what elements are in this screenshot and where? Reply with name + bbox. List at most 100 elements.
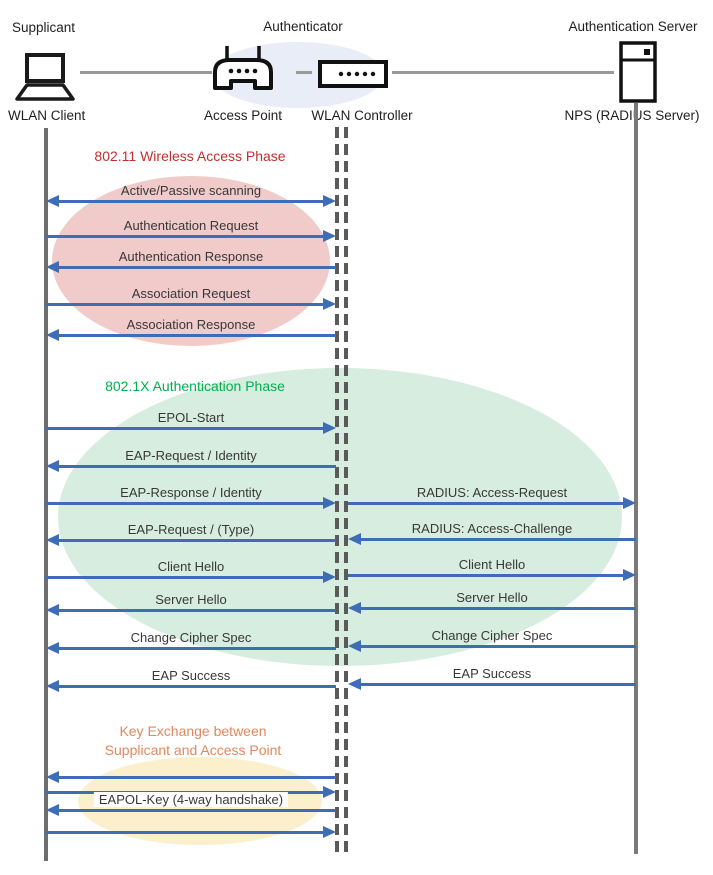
- lifeline-radius-server: [634, 103, 638, 854]
- message-arrow-line: [55, 200, 327, 203]
- arrowhead-right-icon: [323, 497, 336, 509]
- arrowhead-left-icon: [46, 534, 59, 546]
- arrowhead-left-icon: [348, 640, 361, 652]
- message-arrow-line: [55, 539, 336, 542]
- message-label: Client Hello: [157, 559, 225, 574]
- message-row: Authentication Response: [46, 242, 336, 273]
- message-arrow-line: [46, 831, 327, 834]
- arrowhead-left-icon: [348, 678, 361, 690]
- message-label: Association Request: [131, 286, 251, 301]
- connector-ap-controller: [296, 71, 312, 74]
- message-arrow-line: [55, 334, 336, 337]
- message-row: EAP-Request / Identity: [46, 441, 336, 472]
- message-label: Server Hello: [155, 592, 227, 607]
- message-arrow-line: [348, 502, 627, 505]
- arrowhead-left-icon: [46, 771, 59, 783]
- lifeline-wlan-client: [44, 128, 48, 861]
- message-row: EAP Success: [46, 661, 336, 692]
- connector-controller-server: [392, 71, 614, 74]
- message-arrow-line: [55, 465, 336, 468]
- message-row: RADIUS: Access-Challenge: [348, 514, 636, 545]
- lifeline-wlan-controller-dashed-2: [344, 127, 348, 854]
- arrowhead-left-icon: [46, 642, 59, 654]
- device-access-point: Access Point: [203, 108, 283, 123]
- role-authentication-server: Authentication Server: [568, 19, 698, 34]
- arrowhead-left-icon: [46, 460, 59, 472]
- message-row: Active/Passive scanning: [46, 176, 336, 207]
- arrowhead-left-icon: [46, 804, 59, 816]
- message-row: Server Hello: [348, 583, 636, 614]
- message-arrow-line: [357, 683, 636, 686]
- message-arrow-line: [46, 502, 327, 505]
- message-arrow-line: [46, 427, 327, 430]
- message-row: EAP-Response / Identity: [46, 478, 336, 509]
- arrowhead-right-icon: [623, 569, 636, 581]
- message-label: Change Cipher Spec: [431, 628, 553, 643]
- wlan-controller-icon: [318, 60, 388, 88]
- message-row: EAPOL-Key (4-way handshake): [46, 785, 336, 816]
- laptop-icon: [14, 52, 76, 104]
- message-row: RADIUS: Access-Request: [348, 478, 636, 509]
- message-arrow-line: [46, 303, 327, 306]
- arrowhead-left-icon: [46, 604, 59, 616]
- arrowhead-right-icon: [323, 230, 336, 242]
- message-label: EPOL-Start: [157, 410, 225, 425]
- arrowhead-left-icon: [348, 533, 361, 545]
- arrowhead-right-icon: [323, 786, 336, 798]
- arrowhead-left-icon: [46, 261, 59, 273]
- message-arrow-line: [357, 538, 636, 541]
- message-label: EAP-Request / (Type): [127, 522, 255, 537]
- message-label: EAP-Response / Identity: [120, 485, 262, 500]
- phase1-ellipse: [52, 176, 330, 346]
- device-nps-radius-server: NPS (RADIUS Server): [564, 108, 700, 123]
- message-row: Association Request: [46, 279, 336, 310]
- message-arrow-line: [55, 647, 336, 650]
- message-arrow-line: [55, 776, 336, 779]
- role-supplicant: Supplicant: [12, 20, 76, 35]
- message-row: Association Response: [46, 310, 336, 341]
- message-label: EAP Success: [452, 666, 532, 681]
- message-label: EAP Success: [151, 668, 231, 683]
- arrowhead-left-icon: [46, 680, 59, 692]
- arrowhead-right-icon: [323, 422, 336, 434]
- access-point-icon: [210, 44, 276, 94]
- message-arrow-line: [357, 607, 636, 610]
- arrowhead-right-icon: [323, 826, 336, 838]
- message-label: RADIUS: Access-Request: [416, 485, 568, 500]
- arrowhead-right-icon: [323, 298, 336, 310]
- message-row: Change Cipher Spec: [46, 623, 336, 654]
- message-row: Client Hello: [46, 552, 336, 583]
- message-row: Authentication Request: [46, 211, 336, 242]
- role-authenticator: Authenticator: [263, 19, 343, 34]
- arrowhead-left-icon: [46, 195, 59, 207]
- arrowhead-right-icon: [623, 497, 636, 509]
- message-arrow-line: [357, 645, 636, 648]
- phase1-title: 802.11 Wireless Access Phase: [94, 148, 286, 164]
- message-row: EPOL-Start: [46, 403, 336, 434]
- message-label: Change Cipher Spec: [130, 630, 252, 645]
- message-arrow-line: [348, 574, 627, 577]
- phase2-title: 802.1X Authentication Phase: [105, 378, 285, 394]
- phase2-ellipse: [58, 368, 622, 666]
- message-label: Active/Passive scanning: [120, 183, 262, 198]
- arrowhead-right-icon: [323, 195, 336, 207]
- message-arrow-line: [55, 809, 336, 812]
- message-arrow-line: [55, 609, 336, 612]
- message-label: Authentication Response: [118, 249, 264, 264]
- message-row: EAP Success: [348, 659, 636, 690]
- message-arrow-line: [46, 576, 327, 579]
- message-row: [46, 752, 336, 783]
- message-label: EAP-Request / Identity: [125, 448, 257, 463]
- phase3-title: Key Exchange between Supplicant and Acce…: [104, 723, 282, 758]
- message-row: EAP-Request / (Type): [46, 515, 336, 546]
- message-row: Client Hello: [348, 550, 636, 581]
- device-wlan-controller: WLAN Controller: [311, 108, 413, 123]
- connector-client-ap: [80, 71, 212, 74]
- message-label: EAPOL-Key (4-way handshake): [93, 792, 289, 807]
- message-label: Client Hello: [458, 557, 526, 572]
- message-label: Association Response: [126, 317, 256, 332]
- message-arrow-line: [46, 235, 327, 238]
- server-icon: [619, 41, 657, 103]
- message-label: Authentication Request: [123, 218, 259, 233]
